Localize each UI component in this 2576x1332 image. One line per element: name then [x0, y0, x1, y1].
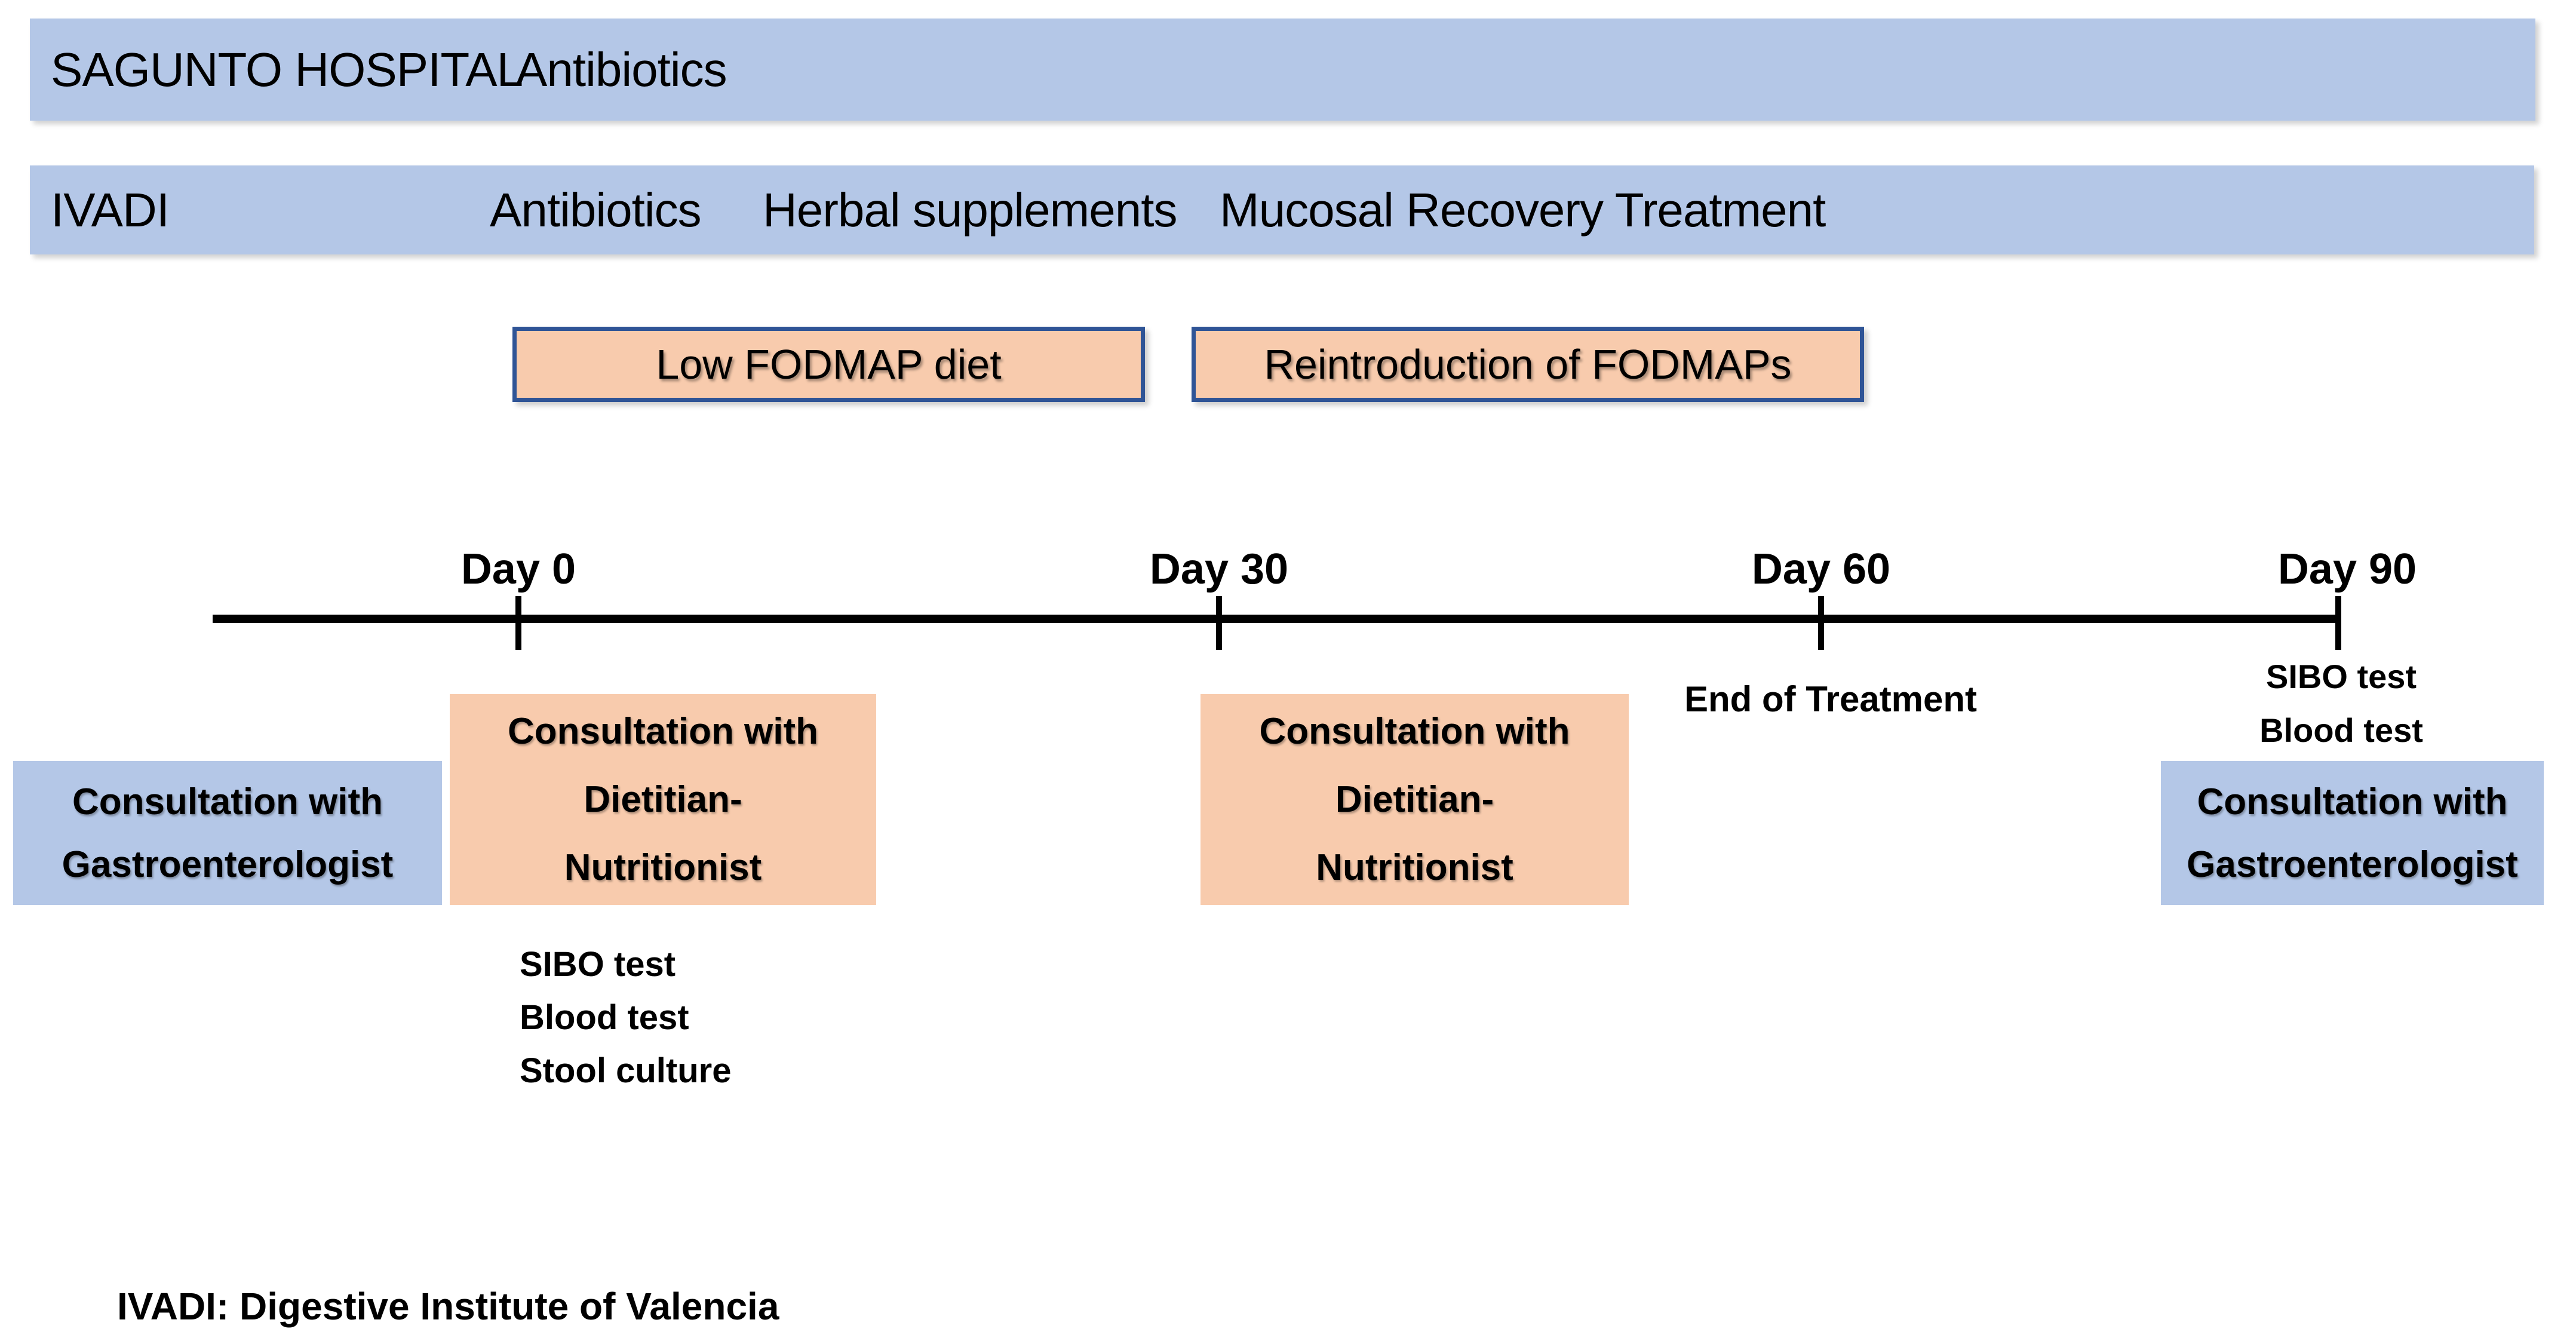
day-60-label: Day 60 [1751, 545, 1891, 593]
ivadi-treatment-mucosal: Mucosal Recovery Treatment [1220, 183, 1826, 237]
low-fodmap-diet-box: Low FODMAP diet [512, 327, 1145, 402]
ivadi-phase-bar: IVADI Antibiotics Herbal supplements Muc… [30, 165, 2534, 254]
tick-day-30 [1216, 596, 1222, 650]
hospital-treatment-antibiotics: Antibiotics [515, 42, 727, 96]
day-30-label: Day 30 [1149, 545, 1289, 593]
consultation-dietitian-day30-box: Consultation with Dietitian- Nutritionis… [1201, 694, 1629, 905]
day-0-label: Day 0 [460, 545, 576, 593]
consultation-line: Dietitian- [1335, 778, 1494, 820]
day0-sibo-test: SIBO test [520, 945, 676, 984]
tick-day-60 [1818, 596, 1824, 650]
timeline-axis [213, 615, 2341, 623]
reintroduction-fodmaps-label: Reintroduction of FODMAPs [1264, 341, 1792, 388]
consultation-line: Consultation with [1259, 710, 1570, 752]
day0-blood-test: Blood test [520, 998, 689, 1037]
hospital-label: SAGUNTO HOSPITAL [51, 42, 523, 96]
ivadi-treatment-antibiotics: Antibiotics [490, 183, 702, 237]
consultation-line: Gastroenterologist [62, 843, 394, 885]
ivadi-treatment-herbal: Herbal supplements [763, 183, 1177, 237]
tick-day-90 [2335, 596, 2341, 650]
consultation-gastro-initial-box: Consultation with Gastroenterologist [13, 761, 442, 905]
consultation-line: Nutritionist [564, 846, 762, 888]
consultation-line: Dietitian- [584, 778, 742, 820]
consultation-line: Consultation with [507, 710, 819, 752]
consultation-line: Consultation with [2197, 781, 2508, 822]
day90-blood-test: Blood test [2259, 711, 2423, 749]
consultation-dietitian-day0-box: Consultation with Dietitian- Nutritionis… [450, 694, 876, 905]
low-fodmap-diet-label: Low FODMAP diet [656, 341, 1002, 388]
end-of-treatment-note: End of Treatment [1684, 679, 1978, 719]
tick-day-0 [515, 596, 521, 650]
hospital-phase-bar: SAGUNTO HOSPITAL Antibiotics [30, 19, 2535, 121]
day0-tests: SIBO test Blood test Stool culture [520, 938, 731, 1097]
consultation-line: Consultation with [72, 781, 383, 822]
consultation-gastro-day90-box: Consultation with Gastroenterologist [2161, 761, 2544, 905]
consultation-line: Gastroenterologist [2187, 843, 2518, 885]
ivadi-footnote: IVADI: Digestive Institute of Valencia [117, 1285, 779, 1328]
ivadi-label: IVADI [51, 183, 170, 237]
day-90-label: Day 90 [2277, 545, 2417, 593]
reintroduction-fodmaps-box: Reintroduction of FODMAPs [1192, 327, 1864, 402]
day90-sibo-test: SIBO test [2265, 658, 2417, 695]
day90-tests: SIBO test Blood test [2204, 650, 2479, 757]
consultation-line: Nutritionist [1316, 846, 1513, 888]
day0-stool-culture: Stool culture [520, 1051, 732, 1090]
